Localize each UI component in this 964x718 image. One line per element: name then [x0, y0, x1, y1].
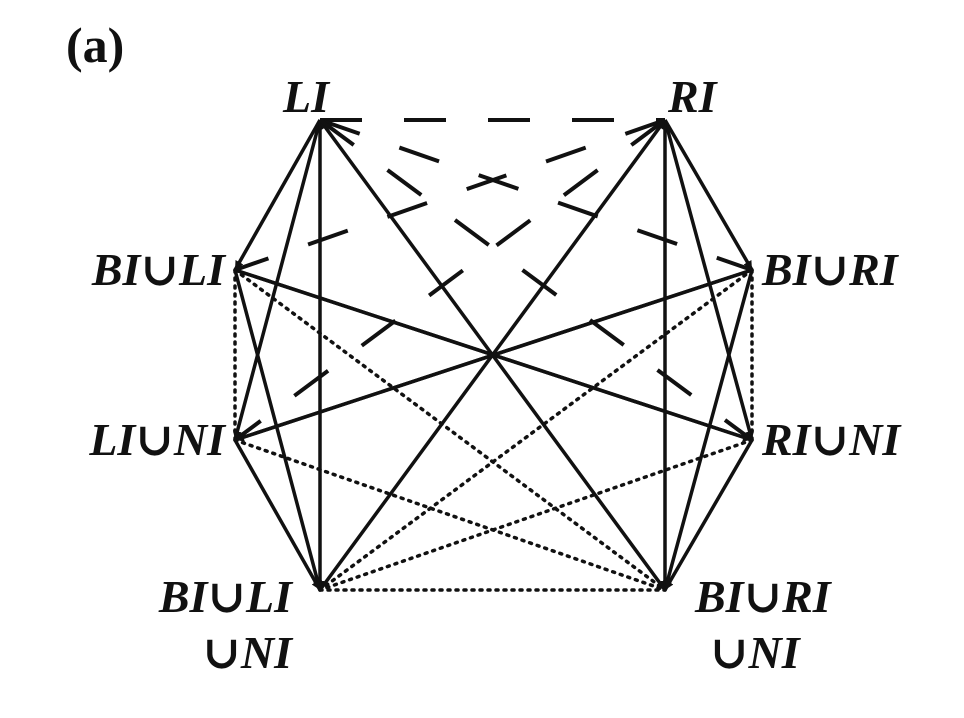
panel-label: (a) [66, 17, 124, 73]
node-label-BILINI-line2: ∪NI [202, 627, 294, 678]
edge-solid-LI-BILI [233, 119, 322, 271]
node-label-LINI: LI∪NI [88, 414, 227, 465]
node-label-BIRINI: BI∪RI [694, 571, 833, 622]
edge-solid-BIRI-LINI [234, 268, 753, 442]
node-label-BIRINI-line2: ∪NI [710, 627, 802, 678]
node-label-RINI: RI∪NI [761, 414, 902, 465]
edge-solid-LINI-BILINI [233, 439, 322, 591]
node-label-BILI: BI∪LI [91, 244, 227, 295]
edge-dotted-LINI-BIRINI [233, 438, 667, 592]
edge-solid-RINI-BIRINI [663, 439, 754, 591]
edge-solid-LI-LINI [232, 119, 322, 441]
edge-solid-RI-RINI [663, 119, 754, 441]
node-label-BIRI: BI∪RI [761, 244, 900, 295]
edge-dotted-BILI-BIRINI [233, 268, 667, 592]
edge-dotted-BIRI-BILINI [318, 268, 754, 592]
edge-solid-RI-BIRI [663, 119, 754, 271]
edge-dashed-LI-RINI [318, 118, 754, 442]
node-label-RI: RI [667, 71, 719, 122]
edge-solid-BILI-BILINI [233, 269, 323, 591]
edge-solid-BIRI-BIRINI [663, 269, 754, 591]
edge-dashed-RI-LINI [233, 118, 667, 442]
node-label-BILINI: BI∪LI [158, 571, 294, 622]
node-label-LI: LI [282, 71, 331, 122]
